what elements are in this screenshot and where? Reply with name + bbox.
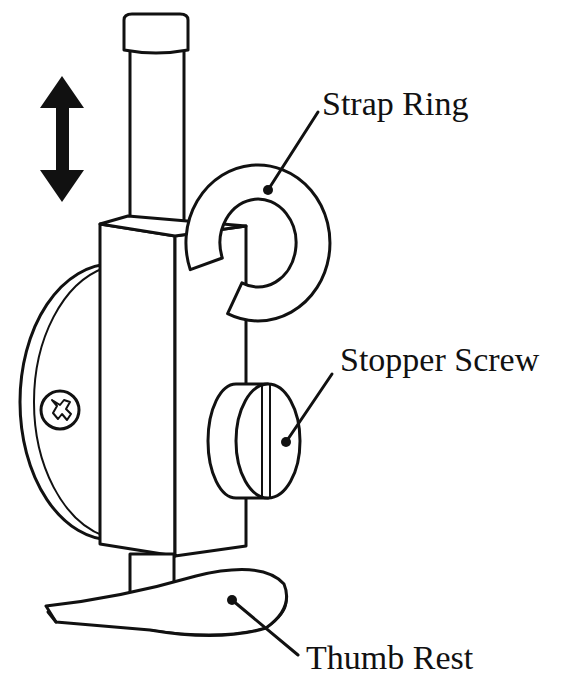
thumb-rest (46, 570, 287, 636)
leader-lines (227, 112, 332, 655)
disc-screw (41, 391, 79, 429)
stopper-screw (208, 384, 300, 498)
part-label: Thumb Rest (306, 638, 473, 678)
strap-ring (186, 165, 330, 321)
part-label: Stopper Screw (340, 340, 539, 380)
housing-block (100, 216, 246, 556)
motion-arrow (40, 76, 84, 202)
part-label: Strap Ring (322, 84, 468, 124)
plunger-rod (124, 14, 188, 234)
